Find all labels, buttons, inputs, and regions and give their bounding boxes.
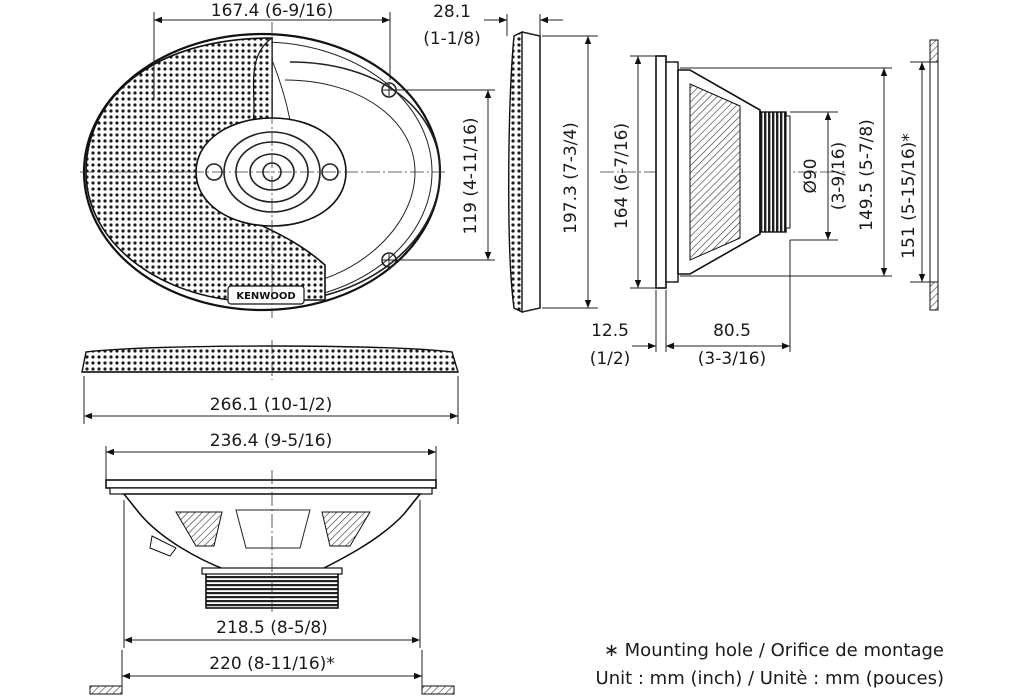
dim-top-width-inch: (6-9/16) <box>265 1 333 21</box>
mounting-panel-bottom <box>89 685 455 695</box>
dim-side-height: 164 (6-7/16) <box>612 55 656 289</box>
bottom-view <box>105 470 437 612</box>
dim-cutout-height: 151 (5-15/16)* <box>899 61 930 283</box>
dim-flange-depth-mm: 12.5 <box>591 321 629 341</box>
dim-magnet-dia-mm: Ø90 <box>801 158 821 193</box>
dim-hole-spacing: 119 (4-11/16) <box>396 89 495 261</box>
dim-basket-height: 149.5 (5-7/8) <box>680 67 892 277</box>
dim-overall-width-label: 266.1 (10-1/2) <box>210 395 332 415</box>
note-mounting-hole: ∗ Mounting hole / Orifice de montage <box>604 640 944 661</box>
dim-top-width-mm: 167.4 <box>211 1 260 21</box>
mounting-panel-side <box>929 39 939 311</box>
svg-text:167.4 (6-9/16): 167.4 (6-9/16) <box>211 1 333 21</box>
dim-cutout-height-label: 151 (5-15/16)* <box>899 133 919 259</box>
dim-front-height: 197.3 (7-3/4) <box>542 35 598 309</box>
top-view-grille <box>81 340 459 380</box>
dim-bottom-flange-width: 236.4 (9-5/16) <box>105 431 437 480</box>
dim-side-height-label: 164 (6-7/16) <box>612 123 632 229</box>
dim-overall-width: 266.1 (10-1/2) <box>83 376 459 424</box>
side-view <box>600 55 845 289</box>
dim-mount-depth-mm: 80.5 <box>713 321 751 341</box>
dim-magnet-diameter: Ø90 (3-9/16) <box>790 111 849 241</box>
dim-cutout-width-label: 220 (8-11/16)* <box>209 654 335 674</box>
front-view: KENWOOD <box>80 22 445 318</box>
grille-side-view <box>508 30 541 314</box>
dim-grille-depth: 28.1 (1-1/8) <box>423 2 563 49</box>
dim-flange-depth-inch: (1/2) <box>590 349 631 369</box>
dim-cutout-width: 220 (8-11/16)* <box>121 650 423 686</box>
dim-basket-width: 218.5 (8-5/8) <box>123 500 421 648</box>
dim-top-width: 167.4 (6-9/16) <box>153 1 391 100</box>
brand-label: KENWOOD <box>236 291 295 302</box>
dim-flange-depth: 12.5 (1/2) <box>590 290 690 369</box>
note-units: Unit : mm (inch) / Unitè : mm (pouces) <box>596 668 944 689</box>
dim-magnet-dia-inch: (3-9/16) <box>829 142 849 210</box>
dim-mount-depth-inch: (3-3/16) <box>698 349 766 369</box>
dim-front-height-label: 197.3 (7-3/4) <box>561 122 581 234</box>
dim-basket-width-label: 218.5 (8-5/8) <box>216 618 328 638</box>
dim-basket-height-label: 149.5 (5-7/8) <box>857 119 877 231</box>
dim-grille-depth-mm: 28.1 <box>433 2 471 22</box>
dim-bottom-flange-width-label: 236.4 (9-5/16) <box>210 431 332 451</box>
dim-mount-depth: 80.5 (3-3/16) <box>666 240 791 369</box>
dim-grille-depth-inch: (1-1/8) <box>423 29 481 49</box>
dim-hole-spacing-label: 119 (4-11/16) <box>461 117 481 234</box>
